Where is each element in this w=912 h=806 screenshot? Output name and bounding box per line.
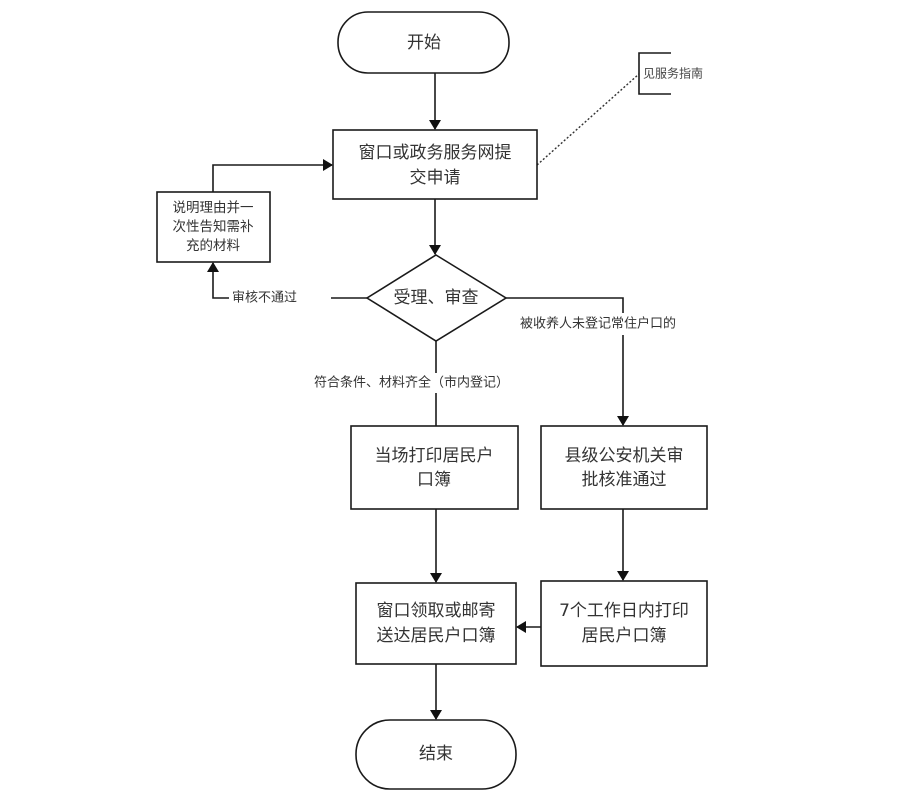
node-submit-line-1: 窗口或政务服务网提 [359, 143, 512, 163]
edge-label-adoptee: 被收养人未登记常住户口的 [520, 316, 676, 332]
edge-review-to-county-approve [506, 297, 629, 426]
node-print-7days-line-2: 居民户口簿 [582, 626, 667, 646]
node-notify-line-3: 充的材料 [186, 238, 240, 254]
node-print-now-line-1: 当场打印居民户 [375, 446, 494, 466]
node-note-label: 见服务指南 [643, 66, 703, 81]
node-notify-line-1: 说明理由并一 [173, 200, 254, 216]
node-county-approve: 县级公安机关审 批核准通过 [540, 425, 708, 510]
node-county-approve-line-1: 县级公安机关审 [565, 446, 684, 466]
node-print-7days: 7个工作日内打印 居民户口簿 [540, 580, 708, 667]
edge-label-reject: 审核不通过 [232, 291, 297, 306]
edge-notify-to-submit [212, 159, 333, 192]
node-start-label: 开始 [407, 33, 441, 53]
node-deliver-line-1: 窗口领取或邮寄 [377, 601, 496, 621]
edge-label-qualified: 符合条件、材料齐全（市内登记） [314, 375, 509, 391]
node-end: 结束 [355, 719, 517, 790]
node-review-label: 受理、审查 [394, 288, 479, 308]
node-deliver-line-2: 送达居民户口簿 [377, 626, 496, 646]
annotation-bracket [638, 52, 671, 95]
node-review: 受理、审查 [365, 254, 508, 342]
node-note: 见服务指南 [638, 52, 703, 95]
node-notify: 说明理由并一 次性告知需补 充的材料 [156, 191, 271, 263]
edge-submit-to-note [536, 73, 640, 166]
node-deliver: 窗口领取或邮寄 送达居民户口簿 [355, 582, 517, 665]
node-print-now-line-2: 口簿 [417, 470, 451, 490]
edge-labels: 审核不通过 符合条件、材料齐全（市内登记） 被收养人未登记常住户口的 [229, 289, 728, 393]
node-submit: 窗口或政务服务网提 交申请 [332, 129, 538, 200]
node-print-7days-line-1: 7个工作日内打印 [559, 601, 689, 621]
node-notify-line-2: 次性告知需补 [173, 218, 254, 235]
node-submit-line-2: 交申请 [410, 168, 461, 188]
node-end-label: 结束 [419, 744, 453, 764]
node-start: 开始 [337, 11, 510, 74]
node-county-approve-line-2: 批核准通过 [582, 470, 667, 490]
node-print-now: 当场打印居民户 口簿 [350, 425, 519, 510]
